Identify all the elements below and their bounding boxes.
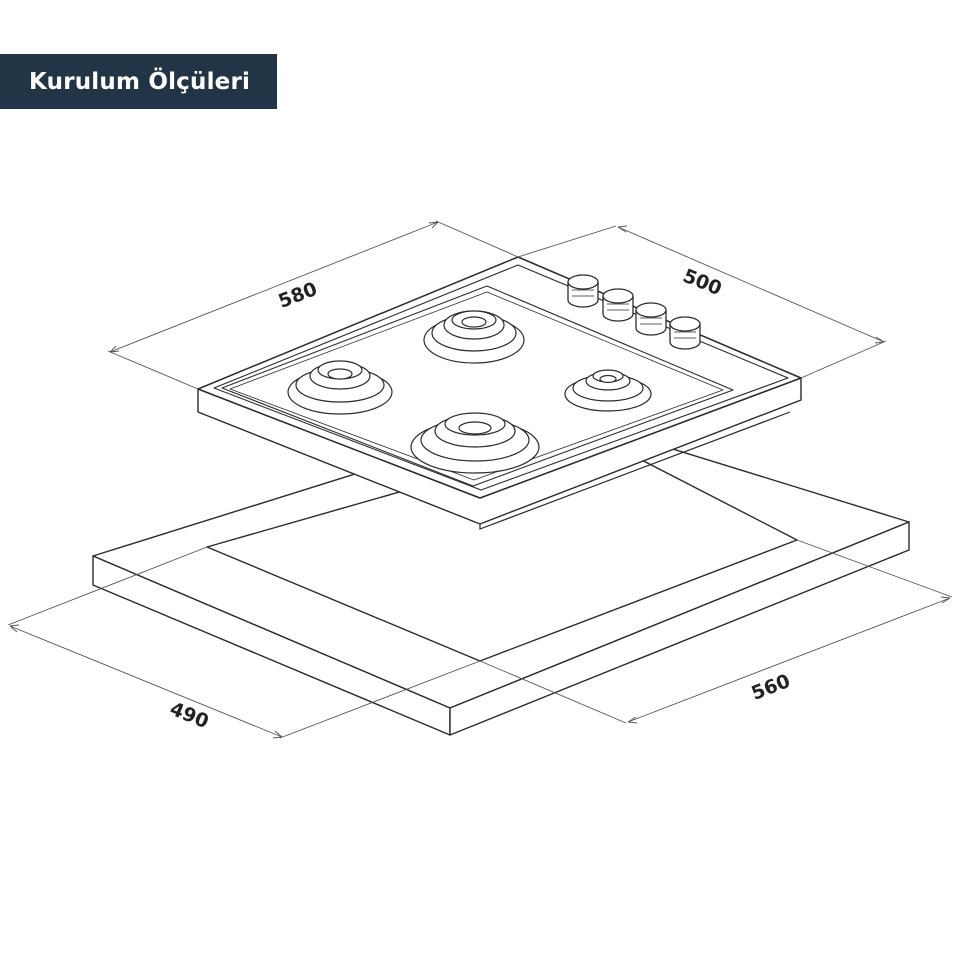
gas-hob [197, 256, 802, 530]
dimension-label-cutout-depth: 490 [167, 698, 212, 733]
burner-left [287, 360, 393, 415]
burner-rear [423, 310, 525, 364]
dimension-label-hob-width: 580 [275, 278, 320, 313]
burner-right [564, 369, 652, 412]
burner-front [410, 412, 540, 474]
page-title: Kurulum Ölçüleri [29, 68, 251, 95]
hob-cooking-area [221, 285, 734, 487]
dimension-label-cutout-width: 560 [748, 670, 793, 705]
control-knobs [567, 274, 701, 350]
title-badge: Kurulum Ölçüleri [0, 54, 277, 109]
knob-3 [635, 302, 667, 336]
knob-1 [567, 274, 599, 308]
knob-4 [669, 316, 701, 350]
dimension-lines [7, 220, 953, 739]
knob-2 [602, 288, 634, 322]
